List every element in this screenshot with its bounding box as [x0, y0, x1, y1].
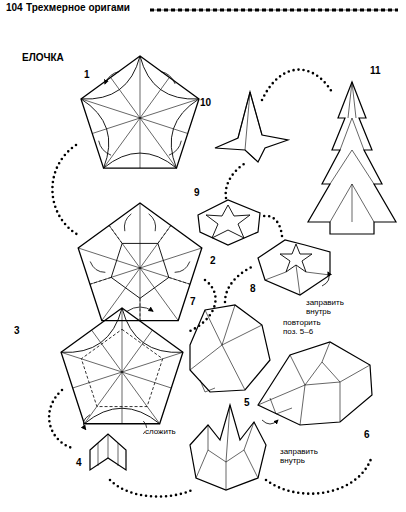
sequence-dots	[49, 70, 372, 497]
step-number: 10	[200, 98, 211, 109]
step-7-figure	[190, 305, 270, 392]
step-path	[188, 280, 216, 332]
paper-outline	[78, 203, 202, 321]
step-3-figure	[61, 308, 183, 434]
step-2-figure	[78, 203, 202, 321]
star-top	[280, 244, 312, 272]
step-number: 8	[250, 284, 256, 295]
model-outline	[258, 342, 372, 425]
page-number: 104	[6, 3, 23, 14]
step-number: 4	[76, 458, 82, 469]
step-path	[264, 216, 282, 236]
fold-lines	[265, 265, 330, 295]
running-head: Трехмерное оригами	[26, 3, 130, 14]
paper-outline	[61, 308, 183, 424]
crease-lines	[81, 56, 199, 168]
step-number: 3	[14, 326, 20, 337]
tuck-arrow	[322, 272, 329, 286]
fold-lines	[238, 92, 262, 162]
curved-creases	[61, 308, 183, 424]
instruction-note: заправить внутрь	[306, 299, 356, 316]
step-6-figure	[258, 342, 372, 425]
model-outline	[190, 305, 270, 392]
step-path	[262, 70, 332, 100]
fold-lines	[258, 342, 370, 425]
model-outline	[198, 200, 260, 245]
step-number: 9	[194, 188, 200, 199]
instruction-note: заправить внутрь	[280, 448, 330, 465]
crease-lines	[78, 203, 202, 321]
fold-lines	[98, 434, 118, 466]
star-top	[206, 205, 250, 238]
step-number: 1	[84, 70, 90, 81]
fold-arrows	[83, 415, 146, 434]
fold-arrows	[99, 72, 182, 156]
step-11-figure	[308, 82, 396, 234]
step-10-figure	[215, 92, 288, 162]
step-4-figure	[90, 434, 126, 470]
step-path	[52, 145, 80, 236]
step-number: 2	[210, 256, 216, 267]
model-outline	[258, 240, 330, 295]
step-number: 5	[244, 398, 250, 409]
fold-arrows	[90, 214, 190, 311]
fold-lines	[190, 305, 262, 392]
opened-base	[190, 405, 266, 490]
instruction-note: повторить поз. 5–6	[283, 319, 337, 336]
tree-tier	[215, 92, 288, 162]
ornament-line	[150, 10, 398, 11]
curved-creases	[81, 56, 199, 168]
paper-outline	[81, 56, 199, 168]
fold-lines	[196, 405, 258, 490]
step-path	[225, 266, 254, 302]
ornament-beads	[150, 9, 398, 12]
step-1-figure	[81, 56, 199, 168]
step-path	[49, 390, 72, 448]
header-ornament	[150, 10, 398, 11]
valley-folds	[90, 225, 190, 320]
step-8-figure	[258, 240, 330, 295]
step-number: 6	[364, 430, 370, 441]
diagram-title: ЕЛОЧКА	[22, 52, 64, 63]
inner-pentagon	[111, 243, 169, 298]
folded-base	[90, 434, 126, 470]
finished-tree	[308, 82, 396, 234]
crease-lines	[61, 308, 183, 424]
step-9-figure	[198, 200, 260, 245]
step-5-figure	[190, 405, 266, 490]
step-path	[226, 164, 244, 198]
tuck-arrow	[262, 420, 278, 424]
step-number: 7	[190, 297, 196, 308]
fold-lines	[330, 82, 374, 222]
valley-pentagon	[81, 329, 162, 406]
step-number: 11	[370, 66, 381, 77]
instruction-note: сложить	[145, 428, 176, 437]
step-path	[110, 480, 192, 497]
